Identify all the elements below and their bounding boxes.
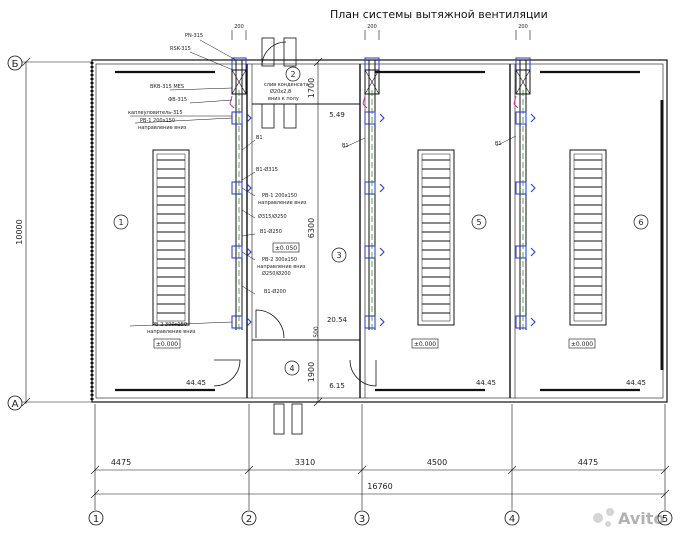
label-trans: Ø315/Ø250: [258, 213, 287, 220]
room-4-number: 4: [289, 364, 294, 373]
dim-total: 16760: [367, 482, 392, 491]
label-trans2: Ø250/Ø200: [262, 270, 291, 277]
label-drain-1: слив конденсата: [264, 82, 309, 88]
label-v1-room6: В1: [495, 141, 502, 147]
dim-small-1: 200: [234, 24, 244, 30]
dim-mid-bottom: 1900: [307, 362, 316, 382]
label-pv2a: РВ-2 300х150: [262, 257, 297, 263]
radiator-blocks: [152, 149, 607, 326]
area-room-4: 6.15: [329, 382, 345, 390]
label-vkv: ВКВ-315 MES: [150, 84, 184, 90]
grille-arrows: [246, 113, 536, 327]
axis-label-b: Б: [12, 59, 19, 70]
dim-small-3: 200: [518, 24, 528, 30]
label-v1-250: В1-Ø250: [260, 228, 282, 235]
room-markers: [113, 66, 649, 376]
label-pv1a-dir: направление вниз: [138, 125, 187, 131]
area-room-3: 20.54: [327, 316, 348, 324]
level-room-6: ±0.000: [571, 341, 593, 348]
area-room-6: 44.45: [626, 379, 646, 387]
axis-label-1: 1: [93, 514, 99, 525]
label-pv1b: РВ-1 200х150: [262, 193, 297, 199]
doors: [213, 37, 377, 435]
ducts: [229, 57, 531, 330]
axis-label-a: А: [12, 399, 19, 410]
level-room-3: ±0.050: [275, 245, 297, 252]
label-fb: ФВ-315: [168, 97, 187, 103]
windows: [115, 70, 640, 392]
dim-1-2: 4475: [111, 458, 131, 467]
label-v1-200: В1-Ø200: [264, 288, 286, 295]
dim-mid-top: 1700: [307, 78, 316, 98]
axis-label-5: 5: [662, 514, 668, 525]
dim-4-5: 4475: [578, 458, 598, 467]
axis-label-2: 2: [246, 514, 252, 525]
dim-2-3: 3310: [295, 458, 315, 467]
axis-markers: [7, 55, 673, 526]
dimension-lines: [20, 30, 670, 510]
room-5-number: 5: [476, 218, 481, 227]
room-2-number: 2: [290, 70, 295, 79]
level-boxes: [153, 242, 596, 349]
label-drain-3: вниз к полу: [268, 96, 299, 102]
label-v1: В1: [256, 135, 263, 141]
room-1-number: 1: [118, 218, 123, 227]
axis-label-3: 3: [359, 514, 365, 525]
block-room6: [569, 149, 607, 326]
label-pv1a: РВ-1 200х150: [140, 118, 175, 124]
avito-watermark: Avito: [593, 508, 664, 528]
label-pv1b-dir: направление вниз: [258, 200, 307, 206]
dim-left: 10000: [15, 219, 24, 244]
plan-title: План системы вытяжной вентиляции: [330, 8, 548, 21]
label-kalor: каплеуловитель-315: [128, 110, 183, 116]
room-3-number: 3: [336, 251, 341, 260]
room-6-number: 6: [638, 218, 643, 227]
area-room-1: 44.45: [186, 379, 206, 387]
dim-500: 500: [313, 326, 320, 338]
label-pv2b: РВ-2 300х150: [152, 322, 187, 328]
area-room-5: 44.45: [476, 379, 496, 387]
dim-mid-center: 6300: [307, 218, 316, 238]
label-v1-315: В1-Ø315: [256, 166, 278, 173]
label-pv2a-dir: направление вниз: [257, 264, 306, 270]
leaders: [129, 39, 517, 327]
block-room5: [417, 149, 455, 326]
label-drain-2: Ø20х2,8: [270, 88, 291, 95]
label-rsk: RSK-315: [170, 46, 191, 52]
axis-label-4: 4: [509, 514, 515, 525]
watermark-text: Avito: [618, 509, 664, 528]
level-room-5: ±0.000: [414, 341, 436, 348]
label-pn: PN-315: [185, 33, 203, 39]
label-v1-room5: В1: [342, 143, 349, 149]
label-pv2b-dir: направление вниз: [147, 329, 196, 335]
level-room-1: ±0.000: [156, 341, 178, 348]
dim-small-2: 200: [367, 24, 377, 30]
dim-3-4: 4500: [427, 458, 447, 467]
block-room1: [152, 149, 190, 326]
area-room-2: 5.49: [329, 111, 345, 119]
